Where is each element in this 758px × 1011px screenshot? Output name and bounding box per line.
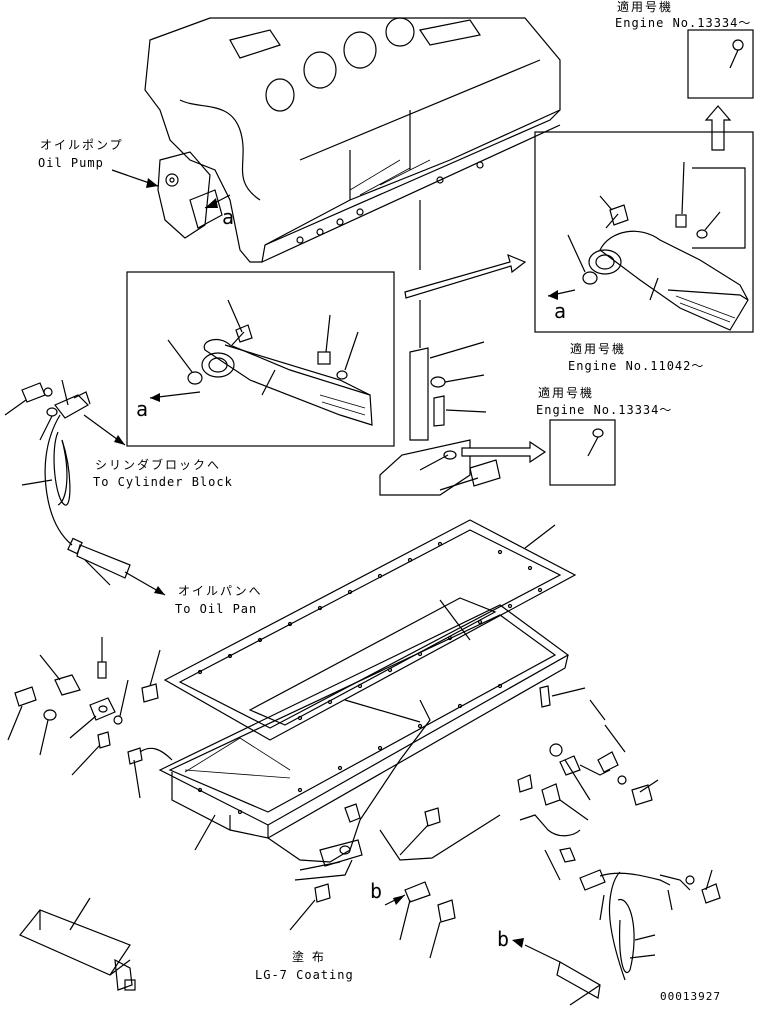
- level-sensor-harness: [4, 379, 166, 596]
- sensor-bracket: [289, 803, 456, 959]
- applicable-right-jp-label: 適用号機: [538, 386, 595, 400]
- arrow-to-variant: [404, 253, 527, 299]
- variant-box-top: [687, 29, 754, 151]
- cylinder-block: [144, 17, 561, 263]
- reference-a-pump: a: [222, 205, 236, 229]
- filter-element: [19, 897, 136, 991]
- reference-a-right-box: a: [554, 299, 568, 323]
- drawing-number: 00013927: [660, 990, 721, 1003]
- applicable-mid-jp-label: 適用号機: [570, 342, 627, 356]
- drain-fittings: [7, 637, 173, 799]
- oil-pan: [158, 599, 570, 863]
- cylinder-block-jp-label: シリンダブロックへ: [95, 458, 222, 472]
- oil-pump-en-label: Oil Pump: [38, 156, 104, 170]
- variant-box-right: [549, 419, 616, 486]
- applicable-mid-en-label: Engine No.11042～: [568, 359, 705, 373]
- reference-a-left-box: a: [136, 397, 150, 421]
- reference-b-bracket: b: [370, 879, 384, 903]
- coating-en-label: LG-7 Coating: [255, 968, 354, 982]
- suction-pipe-box: [126, 271, 395, 447]
- applicable-right-en-label: Engine No.13334～: [536, 403, 673, 417]
- reference-b-sensor: b: [497, 927, 511, 951]
- oil-pump-jp-label: オイルポンプ: [40, 138, 124, 152]
- suction-pipe-box-variant: [534, 131, 754, 333]
- oil-pan-gasket: [163, 519, 577, 741]
- applicable-top-jp-label: 適用号機: [617, 0, 674, 14]
- temp-sensor-harness: [379, 685, 721, 1006]
- oil-pump: [111, 151, 231, 239]
- cylinder-block-en-label: To Cylinder Block: [93, 475, 233, 489]
- oil-pan-jp-label: オイルパンへ: [178, 584, 263, 598]
- bracket-assembly: [379, 200, 547, 496]
- coating-jp-label: 塗 布: [292, 950, 326, 964]
- applicable-top-en-label: Engine No.13334～: [615, 16, 752, 30]
- oil-pan-en-label: To Oil Pan: [175, 602, 258, 616]
